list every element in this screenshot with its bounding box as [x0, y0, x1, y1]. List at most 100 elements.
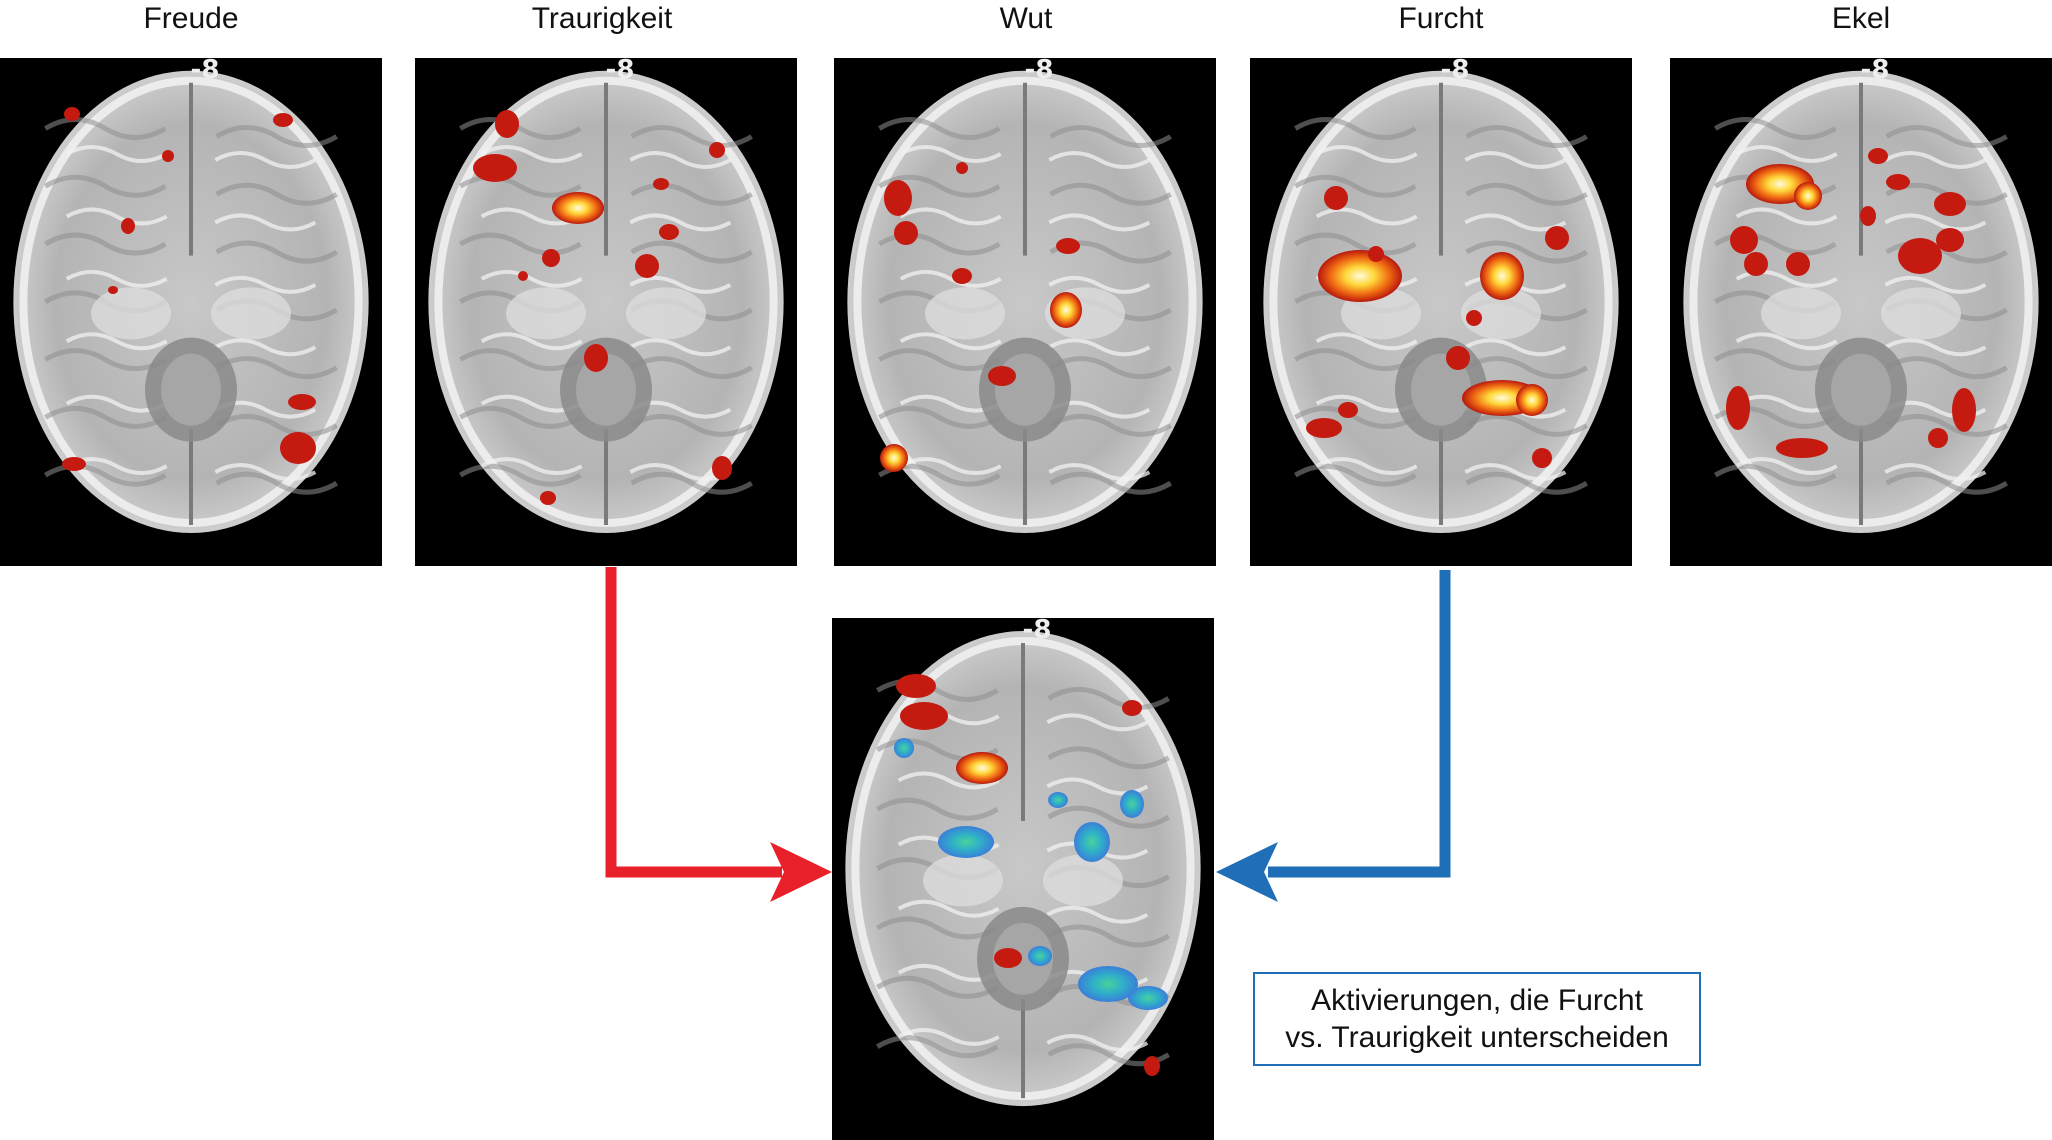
activation-red: [1776, 438, 1828, 458]
activation-red: [653, 178, 669, 190]
activation-red: [1794, 182, 1822, 210]
brain-gyri: [1294, 117, 1588, 495]
activation-red: [884, 180, 912, 216]
brain-scan-ekel: -8: [1670, 58, 2052, 566]
brain-gyri: [459, 117, 753, 495]
brain-scan-wut: -8: [834, 58, 1216, 566]
label-wut: Wut: [999, 2, 1053, 35]
activation-red: [1306, 418, 1342, 438]
activation-red: [1928, 428, 1948, 448]
brain-scan-traurigkeit: -8: [415, 58, 797, 566]
activation-red: [62, 457, 86, 471]
activation-red: [64, 107, 80, 121]
activation-red: [542, 249, 560, 267]
activation-red: [1744, 252, 1768, 276]
brain-gyri: [878, 117, 1172, 495]
caption-line-2: vs. Traurigkeit unterscheiden: [1285, 1021, 1669, 1054]
activation-red: [988, 366, 1016, 386]
activation-red: [518, 271, 528, 281]
brain-panel-freude: -8: [0, 58, 382, 566]
activation-red: [956, 162, 968, 174]
slice-label: -8: [1023, 618, 1052, 645]
activation-red: [1532, 448, 1552, 468]
sadness-arrow-head: [770, 842, 832, 902]
activation-blue: [1028, 946, 1052, 966]
activation-blue: [1078, 966, 1138, 1002]
activation-red: [495, 110, 519, 138]
caption-line-1: Aktivierungen, die Furcht: [1311, 984, 1643, 1017]
label-freude: Freude: [143, 2, 239, 35]
activation-red: [1545, 226, 1569, 250]
activation-red: [1144, 1056, 1160, 1076]
activation-red: [1056, 238, 1080, 254]
brain-panel-contrast: -8: [832, 618, 1214, 1140]
activation-red: [1860, 206, 1876, 226]
activation-red: [1466, 310, 1482, 326]
brain-panel-furcht: -8: [1250, 58, 1632, 566]
activation-red: [635, 254, 659, 278]
activation-red: [1868, 148, 1888, 164]
activation-red: [1122, 700, 1142, 716]
activation-red: [288, 394, 316, 410]
activation-red: [709, 142, 725, 158]
sadness-arrow: [605, 567, 782, 878]
activation-blue: [1120, 790, 1144, 818]
brain-scan-furcht: -8: [1250, 58, 1632, 566]
activation-blue: [938, 826, 994, 858]
slice-label: -8: [606, 58, 635, 85]
activation-red: [280, 432, 316, 464]
activation-red: [108, 286, 118, 294]
slice-label: -8: [1441, 58, 1470, 85]
activation-red: [659, 224, 679, 240]
activation-red: [1934, 192, 1966, 216]
activation-red: [994, 948, 1022, 968]
label-furcht: Furcht: [1398, 2, 1484, 35]
activation-red: [1726, 386, 1750, 430]
activation-red: [1338, 402, 1358, 418]
activation-blue: [1128, 986, 1168, 1010]
activation-red: [1446, 346, 1470, 370]
activation-red: [1730, 226, 1758, 254]
activation-red: [1936, 228, 1964, 252]
activation-red: [1318, 250, 1402, 302]
activation-blue: [1048, 792, 1068, 808]
activation-red: [1516, 384, 1548, 416]
label-traurigkeit: Traurigkeit: [531, 2, 673, 35]
caption-box: Aktivierungen, die Furcht vs. Traurigkei…: [1253, 972, 1701, 1066]
fear-arrow: [1268, 570, 1451, 878]
activation-red: [1368, 246, 1384, 262]
label-ekel: Ekel: [1831, 2, 1891, 35]
activation-red: [894, 221, 918, 245]
activation-red: [1786, 252, 1810, 276]
activation-red: [473, 154, 517, 182]
activation-red: [552, 192, 604, 224]
fear-arrow-head: [1216, 842, 1278, 902]
activation-red: [540, 491, 556, 505]
activation-red: [1050, 292, 1082, 328]
activation-red: [1952, 388, 1976, 432]
activation-blue: [894, 738, 914, 758]
activation-red: [584, 344, 608, 372]
brain-panel-traurigkeit: -8: [415, 58, 797, 566]
activation-red: [900, 702, 948, 730]
activation-red: [956, 752, 1008, 784]
slice-label: -8: [1861, 58, 1890, 85]
slice-label: -8: [1025, 58, 1054, 85]
activation-red: [712, 456, 732, 480]
activation-red: [1886, 174, 1910, 190]
activation-red: [880, 444, 908, 472]
brain-panel-wut: -8: [834, 58, 1216, 566]
brain-scan-freude: -8: [0, 58, 382, 566]
activation-red: [162, 150, 174, 162]
activation-red: [1898, 238, 1942, 274]
activation-blue: [1074, 822, 1110, 862]
brain-scan-contrast: -8: [832, 618, 1214, 1140]
slice-label: -8: [191, 58, 220, 85]
activation-red: [121, 218, 135, 234]
activation-red: [273, 113, 293, 127]
activation-red: [896, 674, 936, 698]
brain-panel-ekel: -8: [1670, 58, 2052, 566]
activation-red: [1480, 252, 1524, 300]
activation-red: [952, 268, 972, 284]
